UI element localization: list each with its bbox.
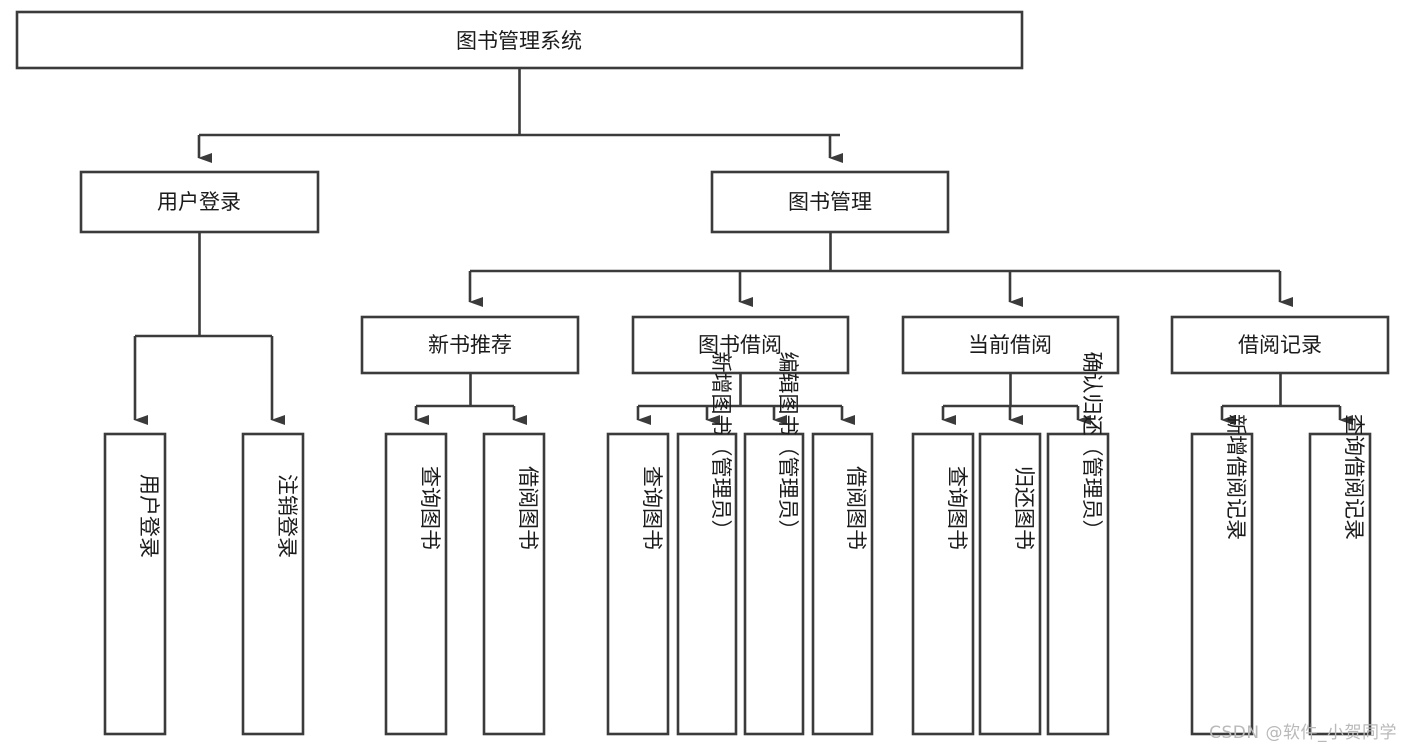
node-book-manage[interactable]: 图书管理 <box>710 170 950 234</box>
node-leaf-query-record-box[interactable] <box>1308 432 1372 736</box>
node-leaf-query-book-c-label: 查询图书 <box>945 466 969 550</box>
node-leaf-edit-book-box[interactable] <box>743 432 805 736</box>
node-user-login[interactable]: 用户登录 <box>79 170 320 234</box>
node-leaf-add-record-box[interactable] <box>1190 432 1254 736</box>
node-current-borrow[interactable]: 当前借阅 <box>901 315 1120 375</box>
node-leaf-borrow-book-b[interactable]: 借阅图书 <box>811 432 874 736</box>
node-leaf-query-book-b[interactable]: 查询图书 <box>606 432 670 736</box>
node-leaf-query-record-label: 查询借阅记录 <box>1342 414 1366 540</box>
node-leaf-add-record-label: 新增借阅记录 <box>1224 414 1248 540</box>
node-leaf-return-book-box[interactable] <box>978 432 1042 736</box>
node-book-borrow-box[interactable] <box>631 315 850 375</box>
node-leaf-borrow-book-b-box[interactable] <box>811 432 874 736</box>
node-leaf-return-book-label: 归还图书 <box>1012 466 1036 550</box>
node-leaf-logout-login-box[interactable] <box>241 432 305 736</box>
node-leaf-edit-book-label: 编辑图书（管理员） <box>776 352 800 541</box>
node-leaf-borrow-book-a-box[interactable] <box>482 432 546 736</box>
node-book-borrow-label: 图书借阅 <box>698 333 782 357</box>
node-leaf-borrow-book-a-label: 借阅图书 <box>516 466 540 550</box>
connector-layer <box>133 68 1353 425</box>
node-leaf-query-record[interactable]: 查询借阅记录 <box>1308 414 1372 736</box>
node-leaf-user-login-label: 用户登录 <box>137 474 161 558</box>
node-book-manage-box[interactable] <box>710 170 950 234</box>
node-leaf-logout-login-label: 注销登录 <box>275 474 299 558</box>
node-leaf-borrow-book-a[interactable]: 借阅图书 <box>482 432 546 736</box>
node-current-borrow-label: 当前借阅 <box>968 333 1052 357</box>
node-leaf-query-book-b-box[interactable] <box>606 432 670 736</box>
node-leaf-query-book-a-label: 查询图书 <box>418 466 442 550</box>
node-user-login-label: 用户登录 <box>157 190 241 214</box>
node-leaf-borrow-book-b-label: 借阅图书 <box>844 466 868 550</box>
node-borrow-record-label: 借阅记录 <box>1238 333 1322 357</box>
node-root[interactable]: 图书管理系统 <box>15 10 1024 70</box>
node-leaf-user-login[interactable]: 用户登录 <box>103 432 167 736</box>
node-leaf-query-book-c-box[interactable] <box>911 432 975 736</box>
node-borrow-record-box[interactable] <box>1170 315 1390 375</box>
node-borrow-record[interactable]: 借阅记录 <box>1170 315 1390 375</box>
node-leaf-edit-book[interactable]: 编辑图书（管理员） <box>743 352 805 736</box>
node-book-borrow[interactable]: 图书借阅 <box>631 315 850 375</box>
node-root-box[interactable] <box>15 10 1024 70</box>
node-new-book-rec-label: 新书推荐 <box>428 333 512 357</box>
node-new-book-rec-box[interactable] <box>360 315 580 375</box>
node-leaf-query-book-b-label: 查询图书 <box>640 466 664 550</box>
node-root-label: 图书管理系统 <box>456 29 582 53</box>
node-leaf-return-book[interactable]: 归还图书 <box>978 432 1042 736</box>
node-leaf-add-record[interactable]: 新增借阅记录 <box>1190 414 1254 736</box>
node-user-login-box[interactable] <box>79 170 320 234</box>
node-new-book-rec[interactable]: 新书推荐 <box>360 315 580 375</box>
node-book-manage-label: 图书管理 <box>788 190 872 214</box>
node-leaf-logout-login[interactable]: 注销登录 <box>241 432 305 736</box>
node-current-borrow-box[interactable] <box>901 315 1120 375</box>
node-leaf-add-book[interactable]: 新增图书（管理员） <box>676 352 738 736</box>
node-leaf-user-login-box[interactable] <box>103 432 167 736</box>
node-leaf-query-book-a-box[interactable] <box>384 432 448 736</box>
node-leaf-add-book-box[interactable] <box>676 432 738 736</box>
node-leaf-confirm-return-label: 确认归还（管理员） <box>1080 352 1104 541</box>
node-leaf-add-book-label: 新增图书（管理员） <box>709 352 733 541</box>
node-leaf-query-book-a[interactable]: 查询图书 <box>384 432 448 736</box>
node-leaf-query-book-c[interactable]: 查询图书 <box>911 432 975 736</box>
node-leaf-confirm-return[interactable]: 确认归还（管理员） <box>1046 352 1110 736</box>
node-leaf-confirm-return-box[interactable] <box>1046 432 1110 736</box>
